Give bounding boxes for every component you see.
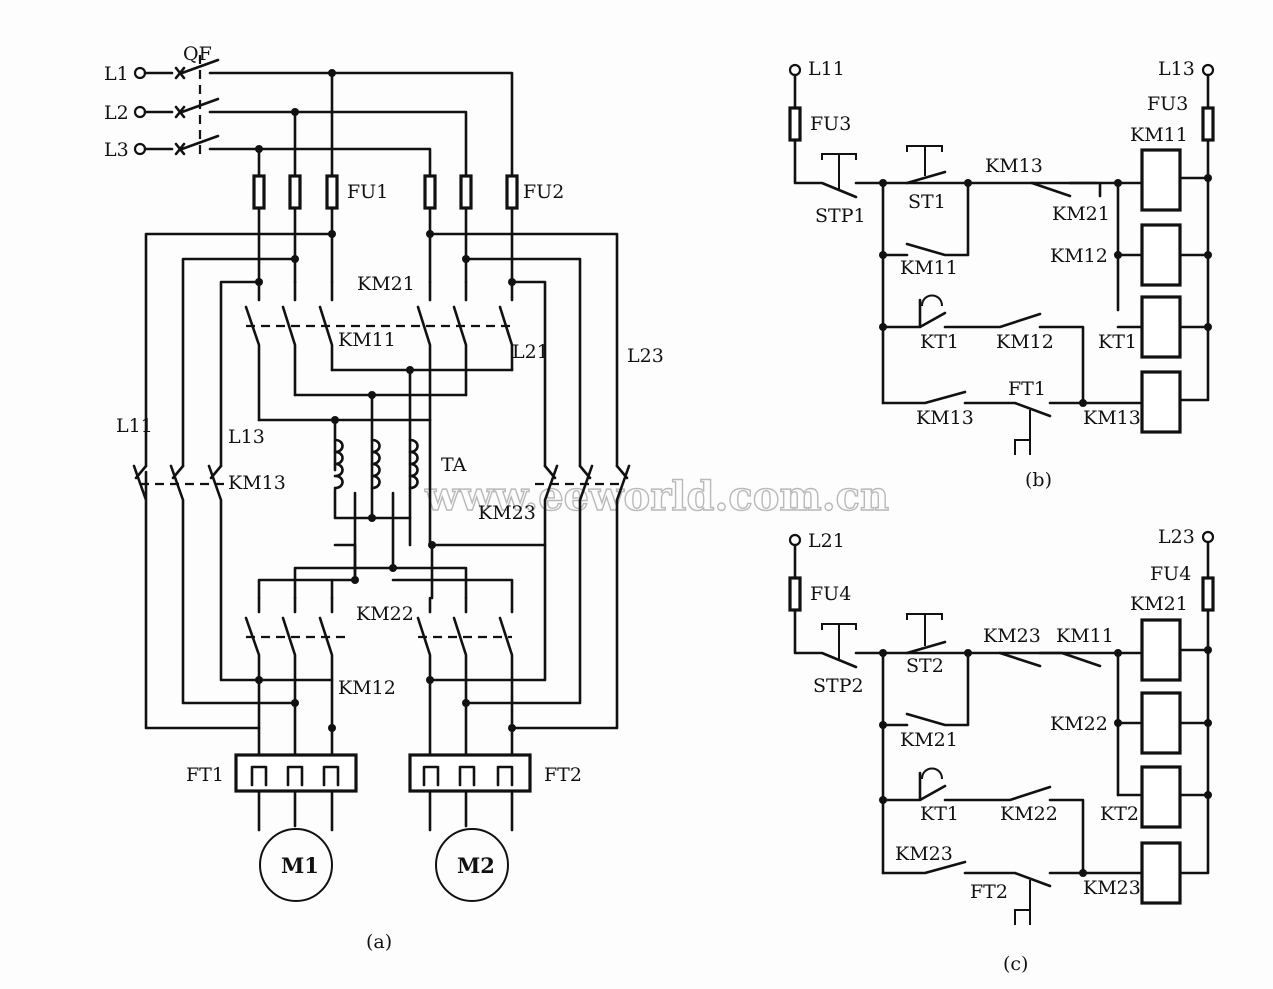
terminal-l3 <box>133 142 147 156</box>
label-km11-c: KM11 <box>1056 625 1114 647</box>
label-l3: L3 <box>104 139 129 161</box>
label-km13-a: KM13 <box>228 472 286 494</box>
label-km21-a: KM21 <box>357 273 415 295</box>
overload-ft2 <box>408 753 532 793</box>
fuse-fu2-1 <box>423 174 437 210</box>
coil-kt1 <box>1140 295 1182 359</box>
label-m1: M1 <box>281 853 319 878</box>
label-ft1-a: FT1 <box>186 764 224 786</box>
label-coil-km21: KM21 <box>1130 593 1188 615</box>
watermark: www.eeworld.com.cn <box>424 473 889 520</box>
label-ft2-a: FT2 <box>544 764 582 786</box>
fuse-fu2-3 <box>505 174 519 210</box>
label-km12-a: KM12 <box>338 677 396 699</box>
label-l21-a: L21 <box>512 341 549 363</box>
coil-km11 <box>1140 148 1182 212</box>
control-circuit-c: L21 L23 FU4 STP2 ST2 KM23 KM11 KM21 KT1 … <box>788 526 1215 975</box>
power-circuit-a: L1 L2 L3 QF FU1 FU2 <box>104 43 664 953</box>
label-l1: L1 <box>104 63 129 85</box>
label-st1: ST1 <box>908 191 946 213</box>
terminal-l1 <box>133 66 147 80</box>
label-l11-a: L11 <box>116 415 153 437</box>
motor-m2 <box>435 828 509 902</box>
label-stp2: STP2 <box>813 675 864 697</box>
label-l2: L2 <box>104 102 129 124</box>
label-m2: M2 <box>457 853 495 878</box>
coil-km23 <box>1140 841 1182 905</box>
label-kt1-c: KT1 <box>920 803 959 825</box>
label-fu2: FU2 <box>523 181 564 203</box>
fuse-fu3-right <box>1201 106 1215 142</box>
fuse-fu1-1 <box>252 174 266 210</box>
coil-km21 <box>1140 618 1182 682</box>
motor-m1 <box>259 828 333 902</box>
label-l23-a: L23 <box>627 345 664 367</box>
label-km21-b: KM21 <box>1052 203 1110 225</box>
label-km22-a: KM22 <box>356 603 414 625</box>
label-coil-km11: KM11 <box>1130 124 1188 146</box>
label-coil-kt1: KT1 <box>1098 331 1137 353</box>
label-fu1: FU1 <box>347 181 388 203</box>
control-circuit-b: L11 L13 FU3 STP1 ST1 KM13 KM21 KM11 KT1 … <box>788 58 1215 491</box>
coil-km12 <box>1140 223 1182 287</box>
label-coil-kt2: KT2 <box>1100 803 1139 825</box>
fuse-fu3-left <box>788 106 802 142</box>
label-fu3-right: FU3 <box>1147 93 1188 115</box>
label-km23-c: KM23 <box>983 625 1041 647</box>
label-km13-contact-b: KM13 <box>916 407 974 429</box>
coil-km13 <box>1140 370 1182 434</box>
label-km11-a: KM11 <box>338 329 396 351</box>
label-km23-a: KM23 <box>478 502 536 524</box>
label-km11-b: KM11 <box>900 257 958 279</box>
label-fu4-right: FU4 <box>1150 563 1191 585</box>
fuse-fu1-2 <box>288 174 302 210</box>
label-ft2-c: FT2 <box>970 881 1008 903</box>
label-coil-km22: KM22 <box>1050 713 1108 735</box>
fuse-fu4-right <box>1201 576 1215 612</box>
label-stp1: STP1 <box>815 205 866 227</box>
label-fu3-left: FU3 <box>810 113 851 135</box>
label-ft1-b: FT1 <box>1008 378 1046 400</box>
label-st2: ST2 <box>906 655 944 677</box>
label-km22-c: KM22 <box>1000 803 1058 825</box>
caption-a: (a) <box>366 931 392 953</box>
label-ta: TA <box>441 454 467 476</box>
label-kt1-b: KT1 <box>920 331 959 353</box>
overload-ft1 <box>234 753 358 793</box>
coil-kt2 <box>1140 765 1182 829</box>
fuse-fu4-left <box>788 576 802 612</box>
coil-km22 <box>1140 691 1182 755</box>
label-l11-b: L11 <box>808 58 845 80</box>
label-km13-coil-b: KM13 <box>1083 407 1141 429</box>
label-l21-c: L21 <box>808 530 845 552</box>
label-km23-coil-c: KM23 <box>1083 877 1141 899</box>
label-fu4-left: FU4 <box>810 583 851 605</box>
label-l23-c: L23 <box>1158 526 1195 548</box>
label-km13-b: KM13 <box>985 155 1043 177</box>
caption-b: (b) <box>1025 469 1052 491</box>
label-qf: QF <box>183 43 212 65</box>
label-l13-a: L13 <box>228 426 265 448</box>
label-km12-b: KM12 <box>996 331 1054 353</box>
label-l13-b: L13 <box>1158 58 1195 80</box>
fuse-fu1-3 <box>325 174 339 210</box>
label-coil-km12: KM12 <box>1050 245 1108 267</box>
fuse-fu2-2 <box>459 174 473 210</box>
label-km21-c: KM21 <box>900 729 958 751</box>
caption-c: (c) <box>1003 953 1028 975</box>
terminal-l2 <box>133 105 147 119</box>
label-km23-contact-c: KM23 <box>895 843 953 865</box>
